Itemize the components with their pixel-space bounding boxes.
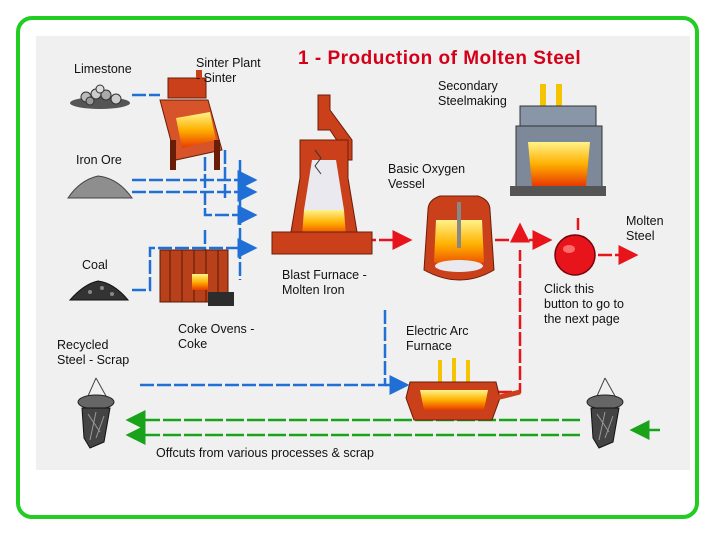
basic-oxygen-label: Basic Oxygen Vessel: [388, 162, 466, 191]
scrap-magnet-icon: [586, 377, 624, 449]
molten-steel-label: Molten Steel: [626, 214, 664, 243]
offcuts-label: Offcuts from various processes & scrap: [156, 446, 374, 460]
green-flow-lines: [125, 410, 660, 445]
coke-ovens-icon: [159, 249, 234, 306]
click-hint-label: Click this button to go to the next page: [544, 282, 624, 326]
electric-arc-label: Electric Arc Furnace: [406, 324, 469, 353]
sinter-plant-label: Sinter Plant - Sinter: [196, 56, 261, 85]
sinter-plant-icon: [159, 70, 223, 170]
secondary-steelmaking-label: Secondary Steelmaking: [438, 79, 507, 108]
secondary-steelmaking-icon: [510, 84, 606, 196]
iron-ore-label: Iron Ore: [76, 153, 122, 167]
blast-furnace-icon: [271, 94, 373, 255]
iron-ore-pile-icon: [67, 175, 133, 199]
limestone-pile-icon: [70, 84, 130, 109]
scrap-magnet-icon: [77, 377, 115, 449]
page-frame: [16, 16, 699, 519]
coal-label: Coal: [82, 258, 108, 272]
blast-furnace-label: Blast Furnace - Molten Iron: [282, 268, 367, 297]
recycled-steel-label: Recycled Steel - Scrap: [57, 338, 130, 367]
next-page-button[interactable]: [554, 234, 596, 276]
limestone-label: Limestone: [74, 62, 132, 76]
blue-flow-lines: [132, 93, 410, 395]
coal-pile-icon: [68, 280, 130, 301]
page-title: 1 - Production of Molten Steel: [298, 48, 582, 69]
electric-arc-furnace-icon: [405, 358, 521, 421]
coke-ovens-label: Coke Ovens - Coke: [178, 322, 255, 351]
basic-oxygen-vessel-icon: [423, 195, 495, 281]
